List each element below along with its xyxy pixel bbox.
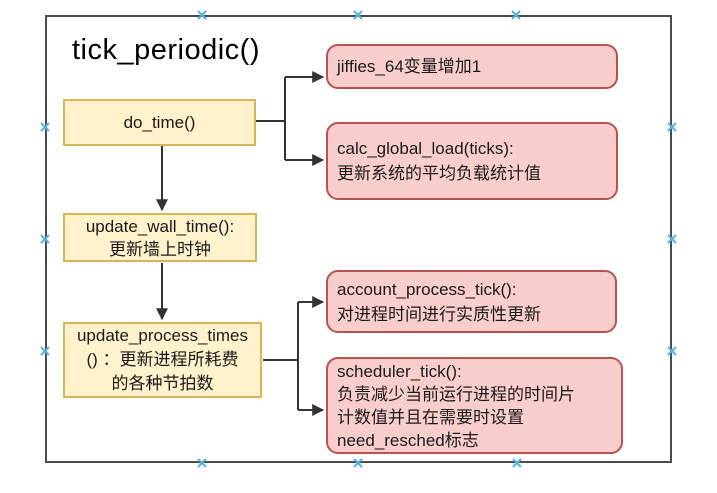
- connection-point-icon[interactable]: [667, 122, 677, 132]
- connection-point-icon[interactable]: [197, 10, 207, 20]
- text-line: need_resched标志: [337, 430, 479, 450]
- connection-point-icon[interactable]: [40, 346, 50, 356]
- node-do-time[interactable]: do_time(): [63, 99, 256, 146]
- node-update-wall-time[interactable]: update_wall_time(): 更新墙上时钟: [63, 213, 257, 262]
- connection-point-icon[interactable]: [40, 122, 50, 132]
- text-line: 更新系统的平均负载统计值: [337, 164, 541, 183]
- connection-point-icon[interactable]: [511, 10, 521, 20]
- connection-point-icon[interactable]: [40, 234, 50, 244]
- text-line: update_wall_time():: [85, 216, 235, 236]
- text-line: calc_global_load(ticks):: [337, 139, 514, 158]
- node-account-process-tick[interactable]: account_process_tick(): 对进程时间进行实质性更新: [326, 270, 617, 333]
- connection-point-icon[interactable]: [353, 458, 363, 468]
- text-line: do_time(): [123, 113, 196, 132]
- diagram-title: tick_periodic(): [72, 34, 260, 66]
- text-line: () ：更新进程所耗费: [86, 350, 239, 369]
- text-line: 更新墙上时钟: [109, 239, 211, 259]
- connection-point-icon[interactable]: [512, 458, 522, 468]
- node-calc-global-load[interactable]: calc_global_load(ticks): 更新系统的平均负载统计值: [326, 122, 618, 200]
- connection-point-icon[interactable]: [197, 458, 207, 468]
- connection-point-icon[interactable]: [667, 234, 677, 244]
- text-line: account_process_tick():: [337, 279, 517, 299]
- text-line: update_process_times: [76, 326, 249, 345]
- connection-point-icon[interactable]: [667, 346, 677, 356]
- text-line: scheduler_tick():: [337, 361, 462, 381]
- node-jiffies-64[interactable]: jiffies_64变量增加1: [326, 44, 618, 89]
- connection-point-icon[interactable]: [353, 10, 363, 20]
- text-line: 负责减少当前运行进程的时间片: [337, 384, 575, 404]
- text-line: 计数值并且在需要时设置: [337, 407, 524, 427]
- text-line: 对进程时间进行实质性更新: [337, 304, 541, 324]
- node-scheduler-tick[interactable]: scheduler_tick(): 负责减少当前运行进程的时间片 计数值并且在需…: [326, 357, 623, 454]
- node-update-process-times[interactable]: update_process_times () ：更新进程所耗费 的各种节拍数: [63, 322, 262, 398]
- text-line: 的各种节拍数: [111, 374, 214, 393]
- text-line: jiffies_64变量增加1: [337, 57, 482, 76]
